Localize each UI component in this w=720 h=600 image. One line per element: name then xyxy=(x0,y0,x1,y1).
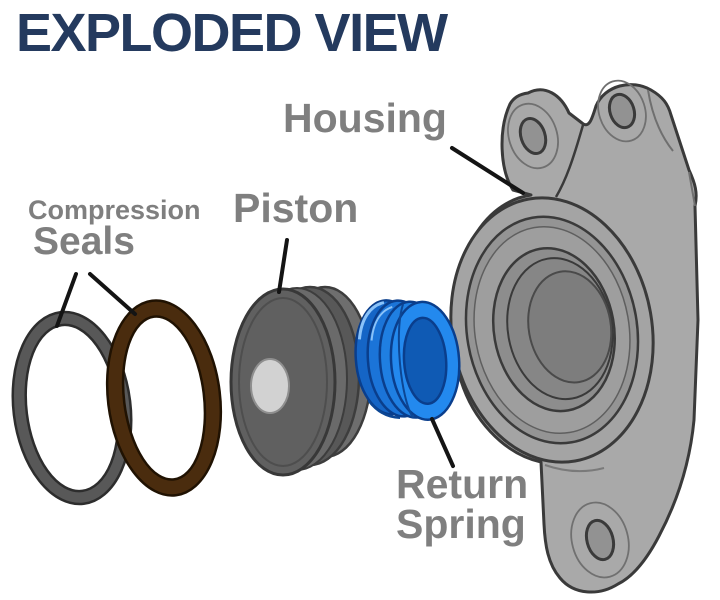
return-spring-illustration xyxy=(354,299,461,421)
leader-spring xyxy=(430,417,455,468)
compression-seals-label-line1: Compression xyxy=(28,195,201,225)
leader-seal-brown xyxy=(88,272,137,316)
housing-bore xyxy=(449,196,655,464)
return-spring-label: Return Spring xyxy=(396,461,529,548)
leader-housing xyxy=(450,146,525,195)
return-spring-label-line2: Spring xyxy=(396,501,526,548)
piston-illustration xyxy=(229,285,373,477)
leader-lines xyxy=(55,146,525,468)
housing-illustration xyxy=(449,79,700,594)
piston-label: Piston xyxy=(233,185,359,231)
housing-label: Housing xyxy=(283,95,447,141)
compression-seals-label-line2: Seals xyxy=(33,220,135,264)
housing-bolt-holes xyxy=(507,79,647,579)
page-title: EXPLODED VIEW xyxy=(16,3,448,63)
return-spring-label-line1: Return xyxy=(396,461,529,507)
leader-seal-gray xyxy=(55,272,78,328)
leader-piston xyxy=(277,238,289,294)
compression-seal-inner-illustration xyxy=(105,299,223,497)
compression-seals-label: Compression Seals xyxy=(28,195,201,264)
